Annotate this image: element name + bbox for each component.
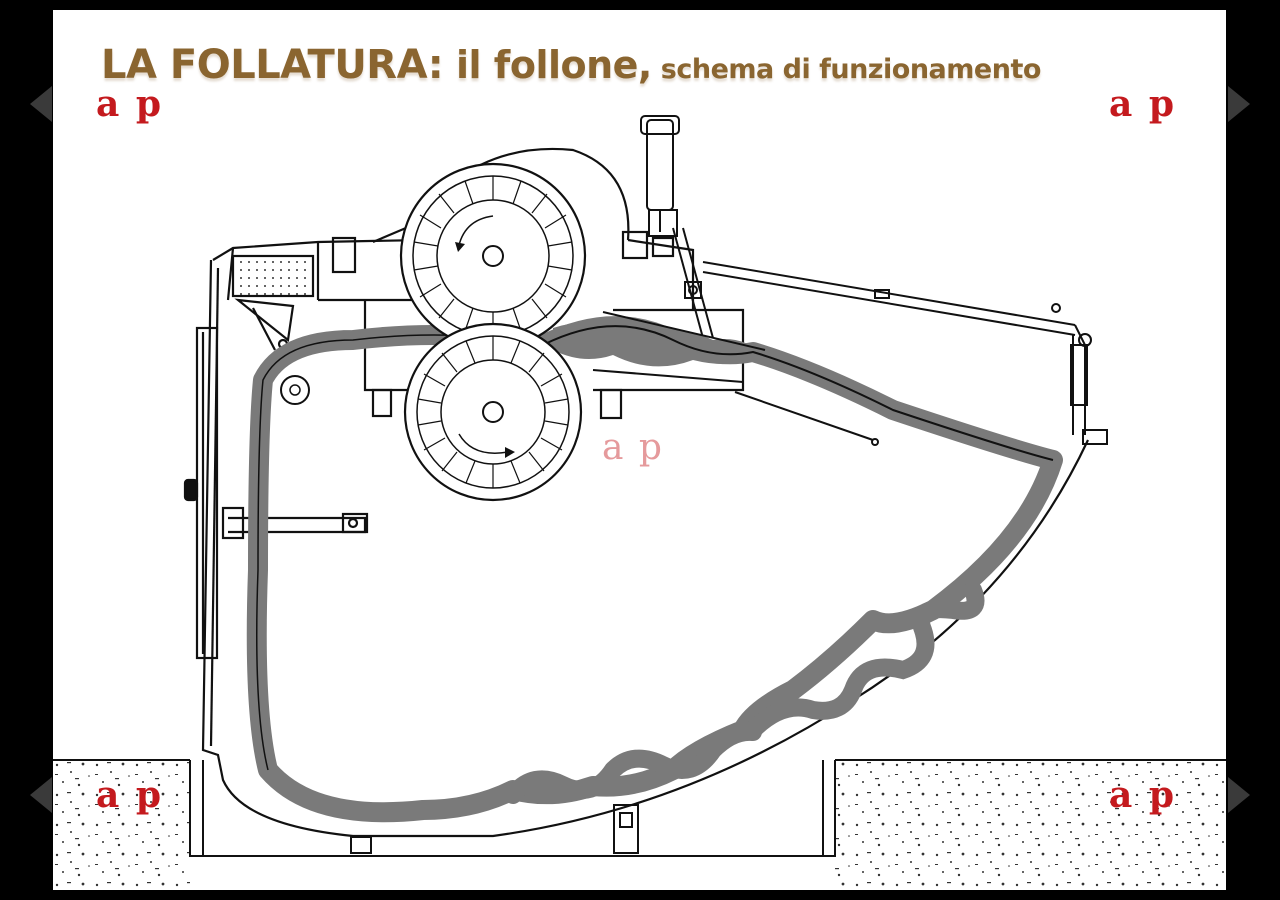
title-main: LA FOLLATURA:	[101, 42, 444, 88]
machine-frame	[183, 147, 1089, 838]
prev-slide-arrow-icon[interactable]	[30, 86, 52, 122]
upper-roller	[399, 162, 587, 350]
machine-base	[189, 760, 836, 857]
watermark-top-left: a p	[96, 83, 164, 125]
slide-title: LA FOLLATURA: il follone, schema di funz…	[101, 42, 1041, 88]
prev-slide-arrow-bottom-icon[interactable]	[30, 777, 52, 813]
title-sub: il follone,	[443, 43, 652, 87]
lever-rod	[702, 261, 1108, 446]
ground	[53, 759, 1226, 890]
slide: LA FOLLATURA: il follone, schema di funz…	[53, 10, 1226, 890]
watermark-bottom-left: a p	[96, 774, 164, 816]
watermark-center: a p	[602, 427, 664, 468]
fabric-rope	[246, 316, 1063, 823]
fulling-machine-diagram	[53, 115, 1226, 890]
pressure-cylinder	[640, 115, 714, 339]
watermark-top-right: a p	[1109, 83, 1177, 125]
next-slide-arrow-bottom-icon[interactable]	[1228, 777, 1250, 813]
lower-roller	[403, 322, 583, 502]
compression-channel	[592, 311, 766, 383]
watermark-bottom-right: a p	[1109, 774, 1177, 816]
title-caption: schema di funzionamento	[651, 54, 1042, 85]
next-slide-arrow-icon[interactable]	[1228, 86, 1250, 122]
guide-roller	[280, 375, 310, 405]
